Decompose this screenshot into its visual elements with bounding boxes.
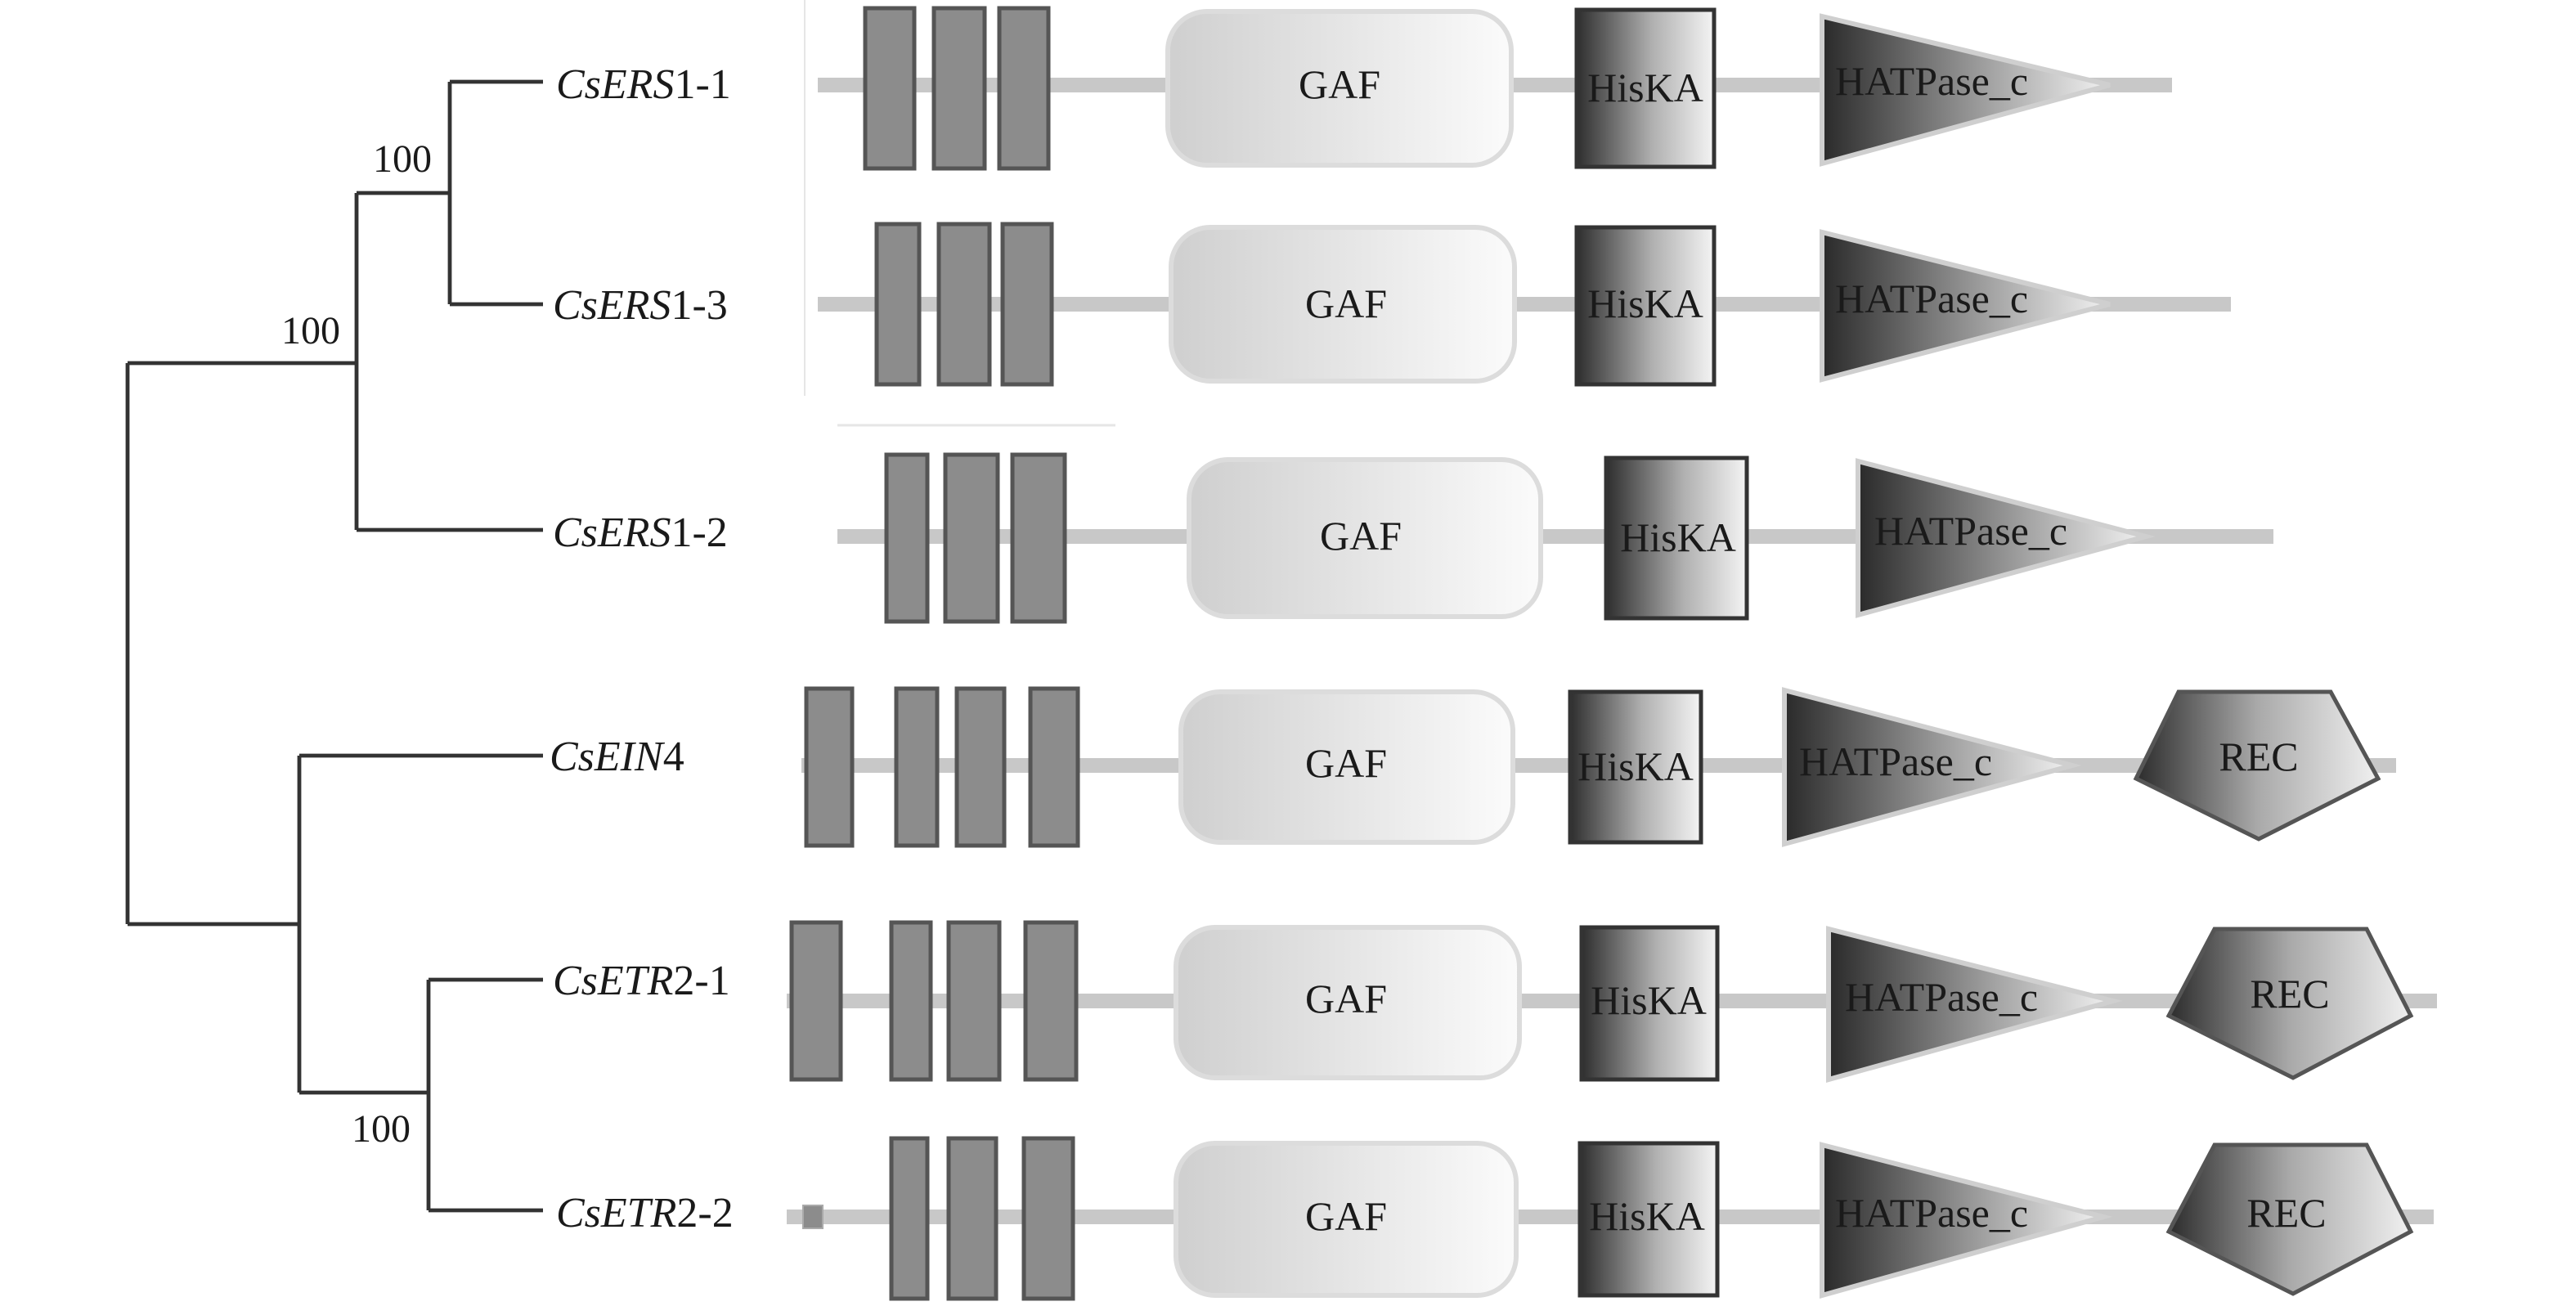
low-complexity-region bbox=[802, 1205, 824, 1229]
rec-domain bbox=[2165, 927, 2414, 1080]
transmembrane-segment bbox=[1028, 686, 1080, 848]
hatpase-domain bbox=[1820, 229, 2111, 383]
rec-domain bbox=[2133, 689, 2381, 842]
transmembrane-segment bbox=[804, 686, 855, 848]
leaf-label-italic: CsERS bbox=[553, 509, 671, 556]
gaf-domain bbox=[1174, 925, 1522, 1080]
rec-label: REC bbox=[2219, 734, 2298, 779]
architecture-row-ers1-2: GAF HisKA HATPase_c bbox=[837, 452, 2273, 624]
gaf-label: GAF bbox=[1305, 740, 1387, 786]
leaf-label-italic: CsERS bbox=[556, 61, 674, 108]
transmembrane-segment bbox=[889, 1136, 930, 1301]
leaf-label-ein4: CsEIN4 bbox=[550, 734, 684, 780]
leaf-label-suffix: 2-1 bbox=[673, 958, 729, 1004]
bootstrap-value: 100 bbox=[373, 137, 432, 181]
hiska-label: HisKA bbox=[1587, 281, 1703, 326]
gaf-label: GAF bbox=[1305, 281, 1387, 326]
hiska-label: HisKA bbox=[1591, 977, 1707, 1023]
gaf-domain bbox=[1187, 457, 1543, 619]
gaf-label: GAF bbox=[1305, 976, 1387, 1021]
hatpase-label: HATPase_c bbox=[1835, 1190, 2028, 1236]
transmembrane-segment bbox=[884, 452, 930, 624]
rec-label: REC bbox=[2246, 1190, 2326, 1236]
hatpase-label: HATPase_c bbox=[1845, 974, 2038, 1020]
transmembrane-segment bbox=[943, 452, 1000, 624]
bootstrap-value: 100 bbox=[352, 1107, 411, 1151]
hatpase-label: HATPase_c bbox=[1799, 738, 1992, 784]
leaf-label-etr2-1: CsETR2-1 bbox=[553, 958, 730, 1004]
leaf-label-italic: CsEIN bbox=[550, 734, 666, 780]
transmembrane-segment bbox=[931, 6, 987, 171]
hatpase-label: HATPase_c bbox=[1874, 508, 2067, 554]
gaf-domain bbox=[1174, 1141, 1519, 1298]
leaf-label-ers1-3: CsERS1-3 bbox=[553, 282, 728, 329]
transmembrane-segment bbox=[946, 1136, 999, 1301]
hatpase-label: HATPase_c bbox=[1835, 276, 2028, 321]
leaf-label-suffix: 1-3 bbox=[671, 282, 727, 329]
leaf-label-suffix: 4 bbox=[663, 734, 684, 780]
hatpase-label: HATPase_c bbox=[1835, 58, 2028, 104]
transmembrane-segment bbox=[1023, 920, 1079, 1082]
transmembrane-segment bbox=[894, 686, 940, 848]
leaf-label-suffix: 2-2 bbox=[676, 1190, 733, 1236]
architecture-row-ers1-1: GAF HisKA HATPase_c bbox=[818, 6, 2172, 171]
architecture-row-ers1-3: GAF HisKA HATPase_c bbox=[818, 222, 2231, 387]
leaf-label-etr2-2: CsETR2-2 bbox=[556, 1190, 734, 1236]
leaf-label-italic: CsETR bbox=[553, 958, 673, 1004]
hiska-label: HisKA bbox=[1587, 65, 1703, 110]
hiska-label: HisKA bbox=[1620, 514, 1736, 560]
gaf-domain bbox=[1165, 9, 1514, 168]
transmembrane-segment bbox=[889, 920, 933, 1082]
hatpase-domain bbox=[1820, 13, 2111, 167]
transmembrane-segment bbox=[1000, 222, 1054, 387]
transmembrane-segment bbox=[1010, 452, 1067, 624]
hiska-domain bbox=[1604, 456, 1749, 621]
architecture-row-etr2-2: GAF HisKA HATPase_c REC bbox=[787, 1136, 2434, 1301]
gaf-domain bbox=[1169, 225, 1517, 384]
gaf-label: GAF bbox=[1320, 513, 1402, 559]
hiska-domain bbox=[1568, 689, 1703, 845]
rec-domain bbox=[2165, 1142, 2414, 1296]
leaf-label-ers1-2: CsERS1-2 bbox=[553, 509, 728, 556]
transmembrane-segment bbox=[936, 222, 992, 387]
bootstrap-value: 100 bbox=[281, 309, 340, 352]
leaf-label-ers1-1: CsERS1-1 bbox=[556, 61, 731, 108]
leaf-label-italic: CsERS bbox=[553, 282, 671, 329]
architecture-row-etr2-1: GAF HisKA HATPase_c REC bbox=[787, 920, 2437, 1083]
gaf-label: GAF bbox=[1299, 61, 1380, 107]
transmembrane-segment bbox=[997, 6, 1051, 171]
leaf-label-suffix: 1-2 bbox=[671, 509, 727, 556]
transmembrane-segment bbox=[1021, 1136, 1075, 1301]
transmembrane-segment bbox=[954, 686, 1007, 848]
hiska-domain bbox=[1574, 225, 1717, 387]
hatpase-domain bbox=[1856, 458, 2156, 618]
hiska-label: HisKA bbox=[1589, 1193, 1705, 1239]
phylogenetic-tree: 100 100 100 CsERS1-1 CsERS1-3 CsERS1-2 C… bbox=[125, 61, 734, 1236]
leaf-label-suffix: 1-1 bbox=[674, 61, 730, 108]
transmembrane-segment bbox=[789, 920, 843, 1082]
hatpase-domain bbox=[1820, 1142, 2113, 1299]
gaf-domain bbox=[1178, 689, 1515, 845]
architecture-row-ein4: GAF HisKA HATPase_c REC bbox=[801, 686, 2396, 848]
leaf-label-italic: CsETR bbox=[556, 1190, 676, 1236]
hatpase-domain bbox=[1826, 926, 2123, 1083]
hiska-domain bbox=[1579, 925, 1720, 1082]
rec-label: REC bbox=[2250, 971, 2329, 1017]
hiska-label: HisKA bbox=[1577, 743, 1694, 789]
transmembrane-segment bbox=[874, 222, 922, 387]
transmembrane-segment bbox=[863, 6, 917, 171]
hatpase-domain bbox=[1782, 687, 2082, 847]
transmembrane-segment bbox=[946, 920, 1002, 1082]
gaf-label: GAF bbox=[1305, 1193, 1387, 1239]
hiska-domain bbox=[1577, 1141, 1720, 1298]
hiska-domain bbox=[1574, 7, 1717, 169]
